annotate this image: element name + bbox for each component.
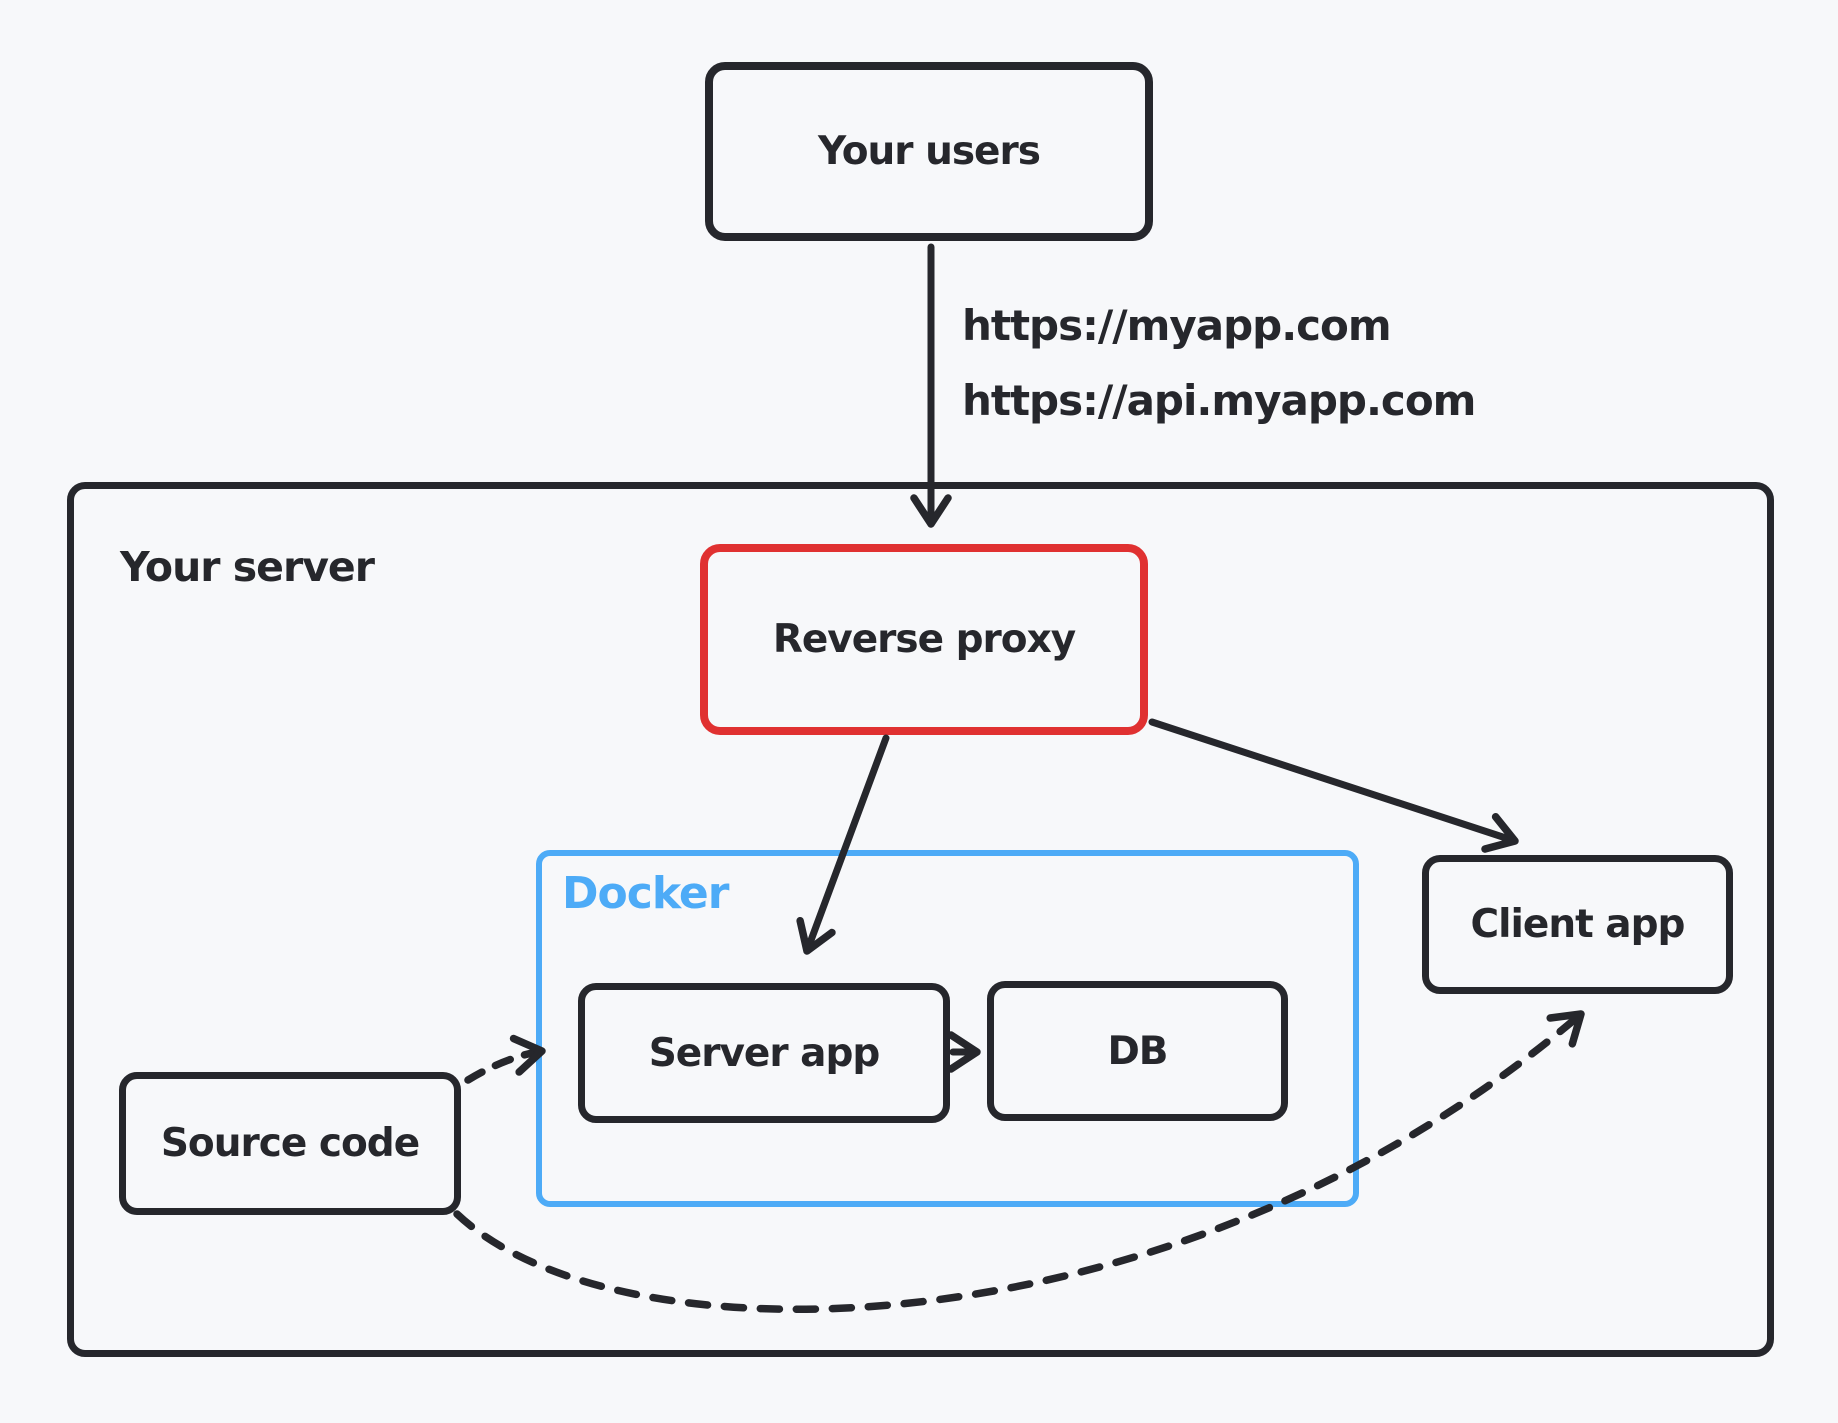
node-your-server-label: Your server [120,543,375,591]
node-client-app: Client app [1422,855,1733,994]
node-server-app: Server app [578,983,950,1123]
node-db: DB [987,981,1288,1121]
node-client-app-label: Client app [1470,902,1686,947]
node-your-users-label: Your users [818,129,1041,174]
node-reverse-proxy-label: Reverse proxy [772,617,1076,662]
node-db-label: DB [1107,1028,1168,1074]
node-source-code: Source code [119,1072,461,1215]
node-your-server [67,482,1774,1357]
node-source-code-label: Source code [160,1121,420,1166]
node-docker-label: Docker [562,868,729,919]
node-your-users: Your users [705,62,1153,241]
node-server-app-label: Server app [648,1030,881,1076]
edge-label-url-api: https://api.myapp.com [962,376,1476,425]
edge-label-url-primary: https://myapp.com [962,301,1392,350]
node-reverse-proxy: Reverse proxy [700,544,1148,735]
